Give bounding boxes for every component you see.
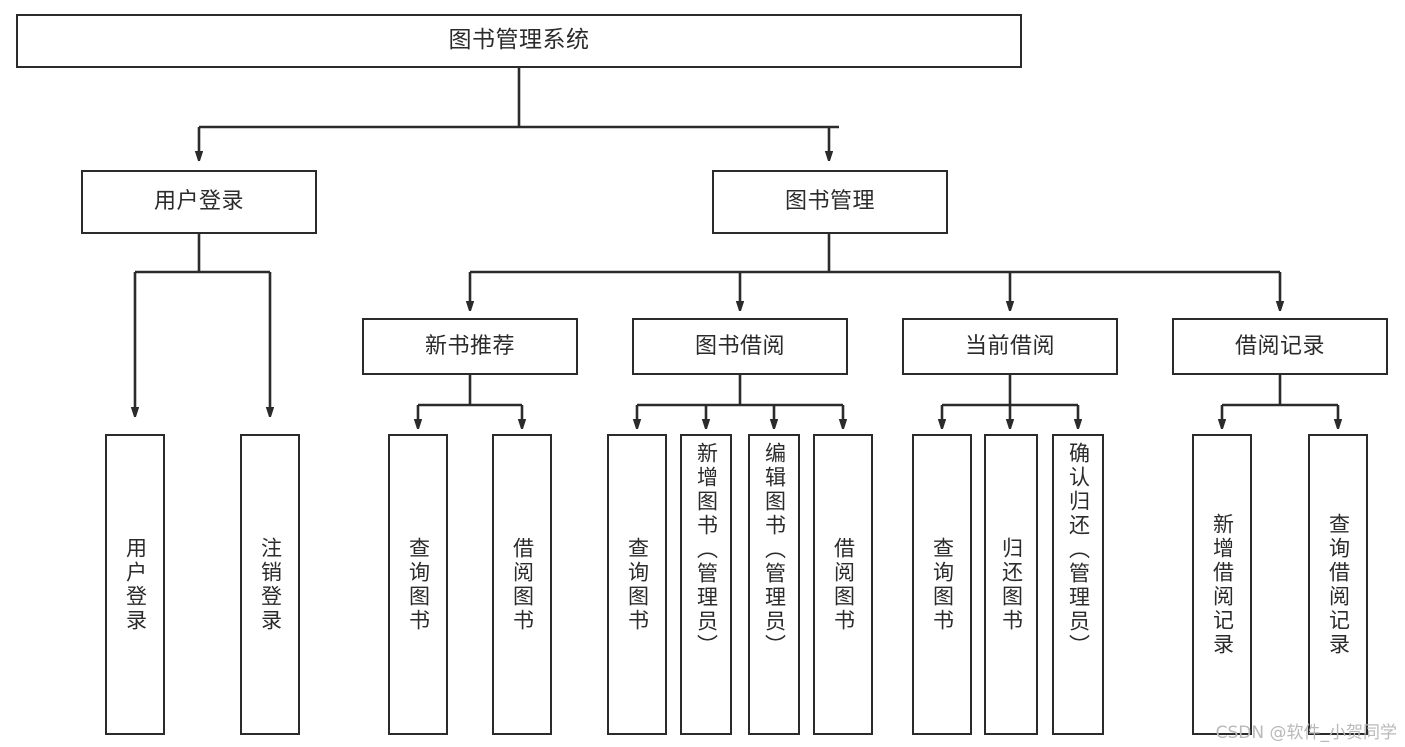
node-label: 用户登录 [123,536,148,633]
leaf-query-book-current[interactable]: 查询图书 [912,434,972,735]
leaf-return-book[interactable]: 归还图书 [984,434,1038,735]
node-label: 查询图书 [406,536,431,633]
leaf-query-book-borrow[interactable]: 查询图书 [607,434,667,735]
node-label: 新增图书（管理员） [694,442,719,658]
node-label: 借阅记录 [1234,333,1325,359]
node-label: 借阅图书 [510,536,535,633]
leaf-borrow-book-recommend[interactable]: 借阅图书 [492,434,552,735]
leaf-add-book-admin[interactable]: 新增图书（管理员） [680,434,732,735]
node-current-borrow[interactable]: 当前借阅 [902,318,1118,375]
node-label: 新书推荐 [424,333,515,359]
leaf-query-book-recommend[interactable]: 查询图书 [388,434,448,735]
leaf-lend-book[interactable]: 借阅图书 [813,434,873,735]
node-label: 新增借阅记录 [1210,512,1235,657]
node-label: 图书管理系统 [448,27,590,54]
csdn-watermark: CSDN @软件_小贺同学 [1215,723,1397,743]
leaf-add-borrow-record[interactable]: 新增借阅记录 [1192,434,1252,735]
node-label: 当前借阅 [964,333,1055,359]
node-label: 归还图书 [999,536,1024,633]
node-label: 查询借阅记录 [1326,512,1351,657]
node-label: 确认归还（管理员） [1066,442,1091,658]
node-label: 图书借阅 [694,333,785,359]
leaf-query-borrow-record[interactable]: 查询借阅记录 [1308,434,1368,735]
leaf-confirm-return-admin[interactable]: 确认归还（管理员） [1052,434,1104,735]
node-root-book-management-system[interactable]: 图书管理系统 [16,14,1022,68]
node-label: 编辑图书（管理员） [762,442,787,658]
node-label: 图书管理 [784,189,875,215]
node-label: 注销登录 [258,536,283,633]
leaf-logout[interactable]: 注销登录 [240,434,300,735]
node-borrow-record[interactable]: 借阅记录 [1172,318,1388,375]
leaf-edit-book-admin[interactable]: 编辑图书（管理员） [748,434,800,735]
node-new-book-recommend[interactable]: 新书推荐 [362,318,578,375]
leaf-user-login[interactable]: 用户登录 [105,434,165,735]
node-label: 用户登录 [153,189,244,215]
node-label: 查询图书 [930,536,955,633]
node-user-login[interactable]: 用户登录 [81,170,317,234]
node-label: 查询图书 [625,536,650,633]
node-book-borrow[interactable]: 图书借阅 [632,318,848,375]
node-label: 借阅图书 [831,536,856,633]
node-book-management[interactable]: 图书管理 [712,170,948,234]
